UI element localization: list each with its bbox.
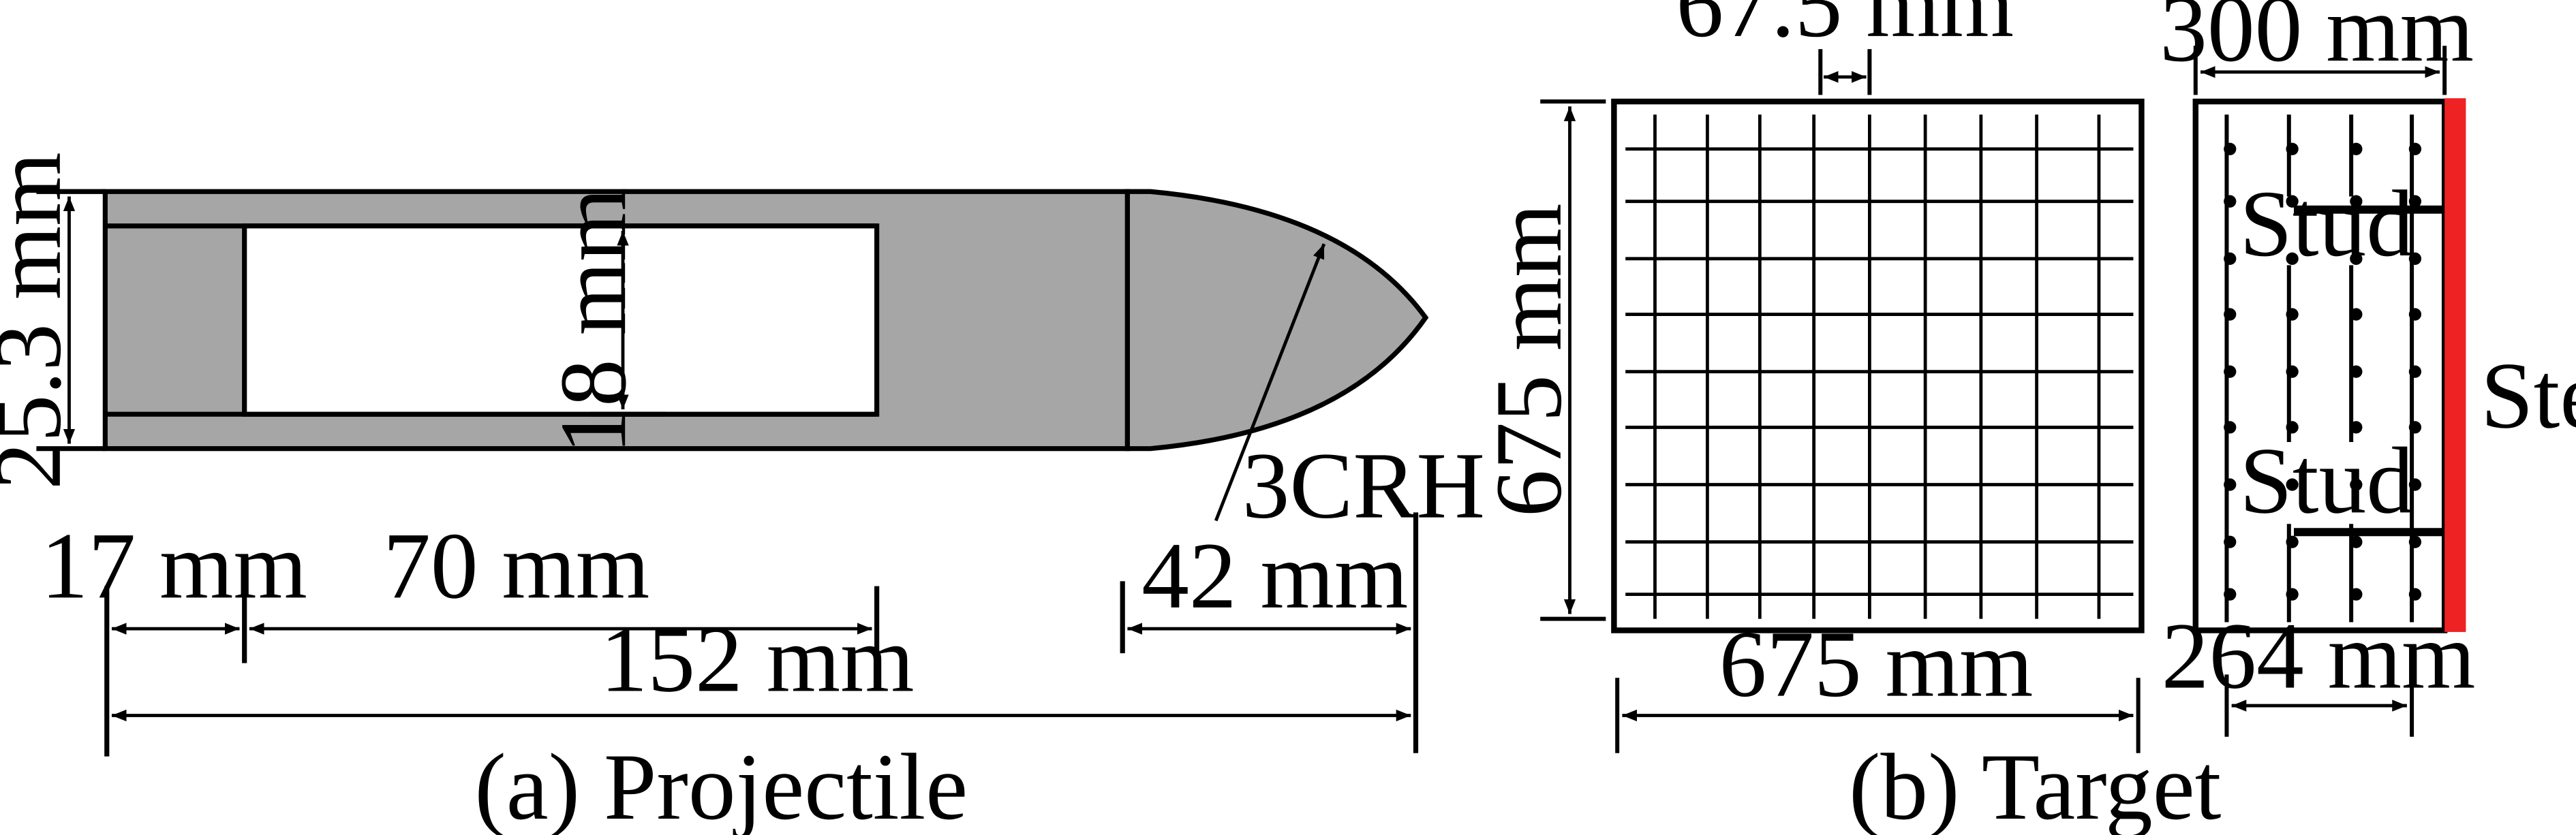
- spacing-label: 67.5 mm: [1676, 0, 2014, 57]
- rebar-dot-r9-c2: [2286, 588, 2299, 601]
- rebar-dot-r9-c1: [2224, 588, 2237, 601]
- rebar-dot-r6-c4: [2408, 421, 2422, 434]
- rebar-dot-r7-c4: [2408, 478, 2422, 491]
- rebar-dot-r6-c2: [2286, 421, 2299, 434]
- rebar-grid: [1625, 114, 2134, 619]
- stud-label-top: Stud: [2239, 172, 2414, 277]
- target-caption: (b) Target: [1849, 735, 2221, 835]
- rebar-dot-r8-c2: [2286, 535, 2299, 548]
- rebar-dot-r3-c3: [2350, 252, 2363, 265]
- width-label: 675 mm: [1719, 612, 2034, 717]
- projectile-cavity: [242, 223, 880, 417]
- nose-leader: [1214, 243, 1326, 522]
- rebar-dot-r8-c4: [2408, 535, 2422, 548]
- rebar-dot-r8-c1: [2224, 535, 2237, 548]
- target-front-outline: [1611, 98, 2145, 633]
- rebar-dot-r2-c1: [2224, 195, 2237, 208]
- nose-length-label: 42 mm: [1141, 524, 1408, 629]
- rebar-dot-r6-c1: [2224, 421, 2237, 434]
- rebar-dot-r2-c2: [2286, 195, 2299, 208]
- rebar-dot-r7-c1: [2224, 478, 2237, 491]
- thickness-label: 300 mm: [2160, 0, 2474, 82]
- rebar-dot-r2-c3: [2350, 195, 2363, 208]
- rebar-dot-r8-c3: [2350, 535, 2363, 548]
- rebar-dot-r9-c3: [2350, 588, 2363, 601]
- rebar-dot-r4-c1: [2224, 308, 2237, 321]
- rebar-dot-r7-c3: [2350, 478, 2363, 491]
- height-label: 675 mm: [1477, 203, 1582, 517]
- stud-label-bottom: Stud: [2239, 428, 2414, 533]
- rebar-dot-r1-c3: [2350, 142, 2363, 155]
- base-length-label: 17 mm: [41, 514, 307, 618]
- rebar-dot-r9-c4: [2408, 588, 2422, 601]
- rebar-dot-r4-c4: [2408, 308, 2422, 321]
- rebar-dot-r4-c2: [2286, 308, 2299, 321]
- rebar-dot-r1-c1: [2224, 142, 2237, 155]
- steel-label: Steel: [2481, 343, 2576, 448]
- projectile-caption: (a) Projectile: [474, 735, 968, 835]
- total-length-label: 152 mm: [600, 607, 915, 712]
- cavity-length-label: 70 mm: [383, 514, 649, 618]
- inner-label: 264 mm: [2162, 604, 2476, 709]
- target-front-view: 67.5 mm 675 mm 675 mm: [1477, 0, 2145, 753]
- rebar-dot-r5-c1: [2224, 365, 2237, 378]
- target-side-view: Stud Stud Steel 300 mm 264 mm (b) Target: [1849, 0, 2576, 835]
- steel-plate: [2444, 98, 2466, 632]
- rebar-dots: [2224, 142, 2422, 601]
- rebar-dot-r1-c2: [2286, 142, 2299, 155]
- rebar-dot-r4-c3: [2350, 308, 2363, 321]
- rebar-dot-r5-c2: [2286, 365, 2299, 378]
- nose-label: 3CRH: [1242, 434, 1485, 539]
- rebar-dot-r6-c3: [2350, 421, 2363, 434]
- projectile-drawing: 18 mm 25.3 mm 3CRH 17 mm 70 mm 42 mm 152…: [0, 152, 1485, 835]
- rebar-dot-r5-c3: [2350, 365, 2363, 378]
- projectile-nose: [1124, 189, 1429, 452]
- cavity-height-label: 18 mm: [541, 188, 646, 454]
- rebar-dot-r5-c4: [2408, 365, 2422, 378]
- rebar-dot-r7-c2: [2286, 478, 2299, 491]
- rebar-dot-r3-c1: [2224, 252, 2237, 265]
- rebar-dot-r3-c2: [2286, 252, 2299, 265]
- rebar-dot-r1-c4: [2408, 142, 2422, 155]
- rebar-dot-r3-c4: [2408, 252, 2422, 265]
- diameter-label: 25.3 mm: [0, 152, 81, 490]
- rebar-dot-r2-c4: [2408, 195, 2422, 208]
